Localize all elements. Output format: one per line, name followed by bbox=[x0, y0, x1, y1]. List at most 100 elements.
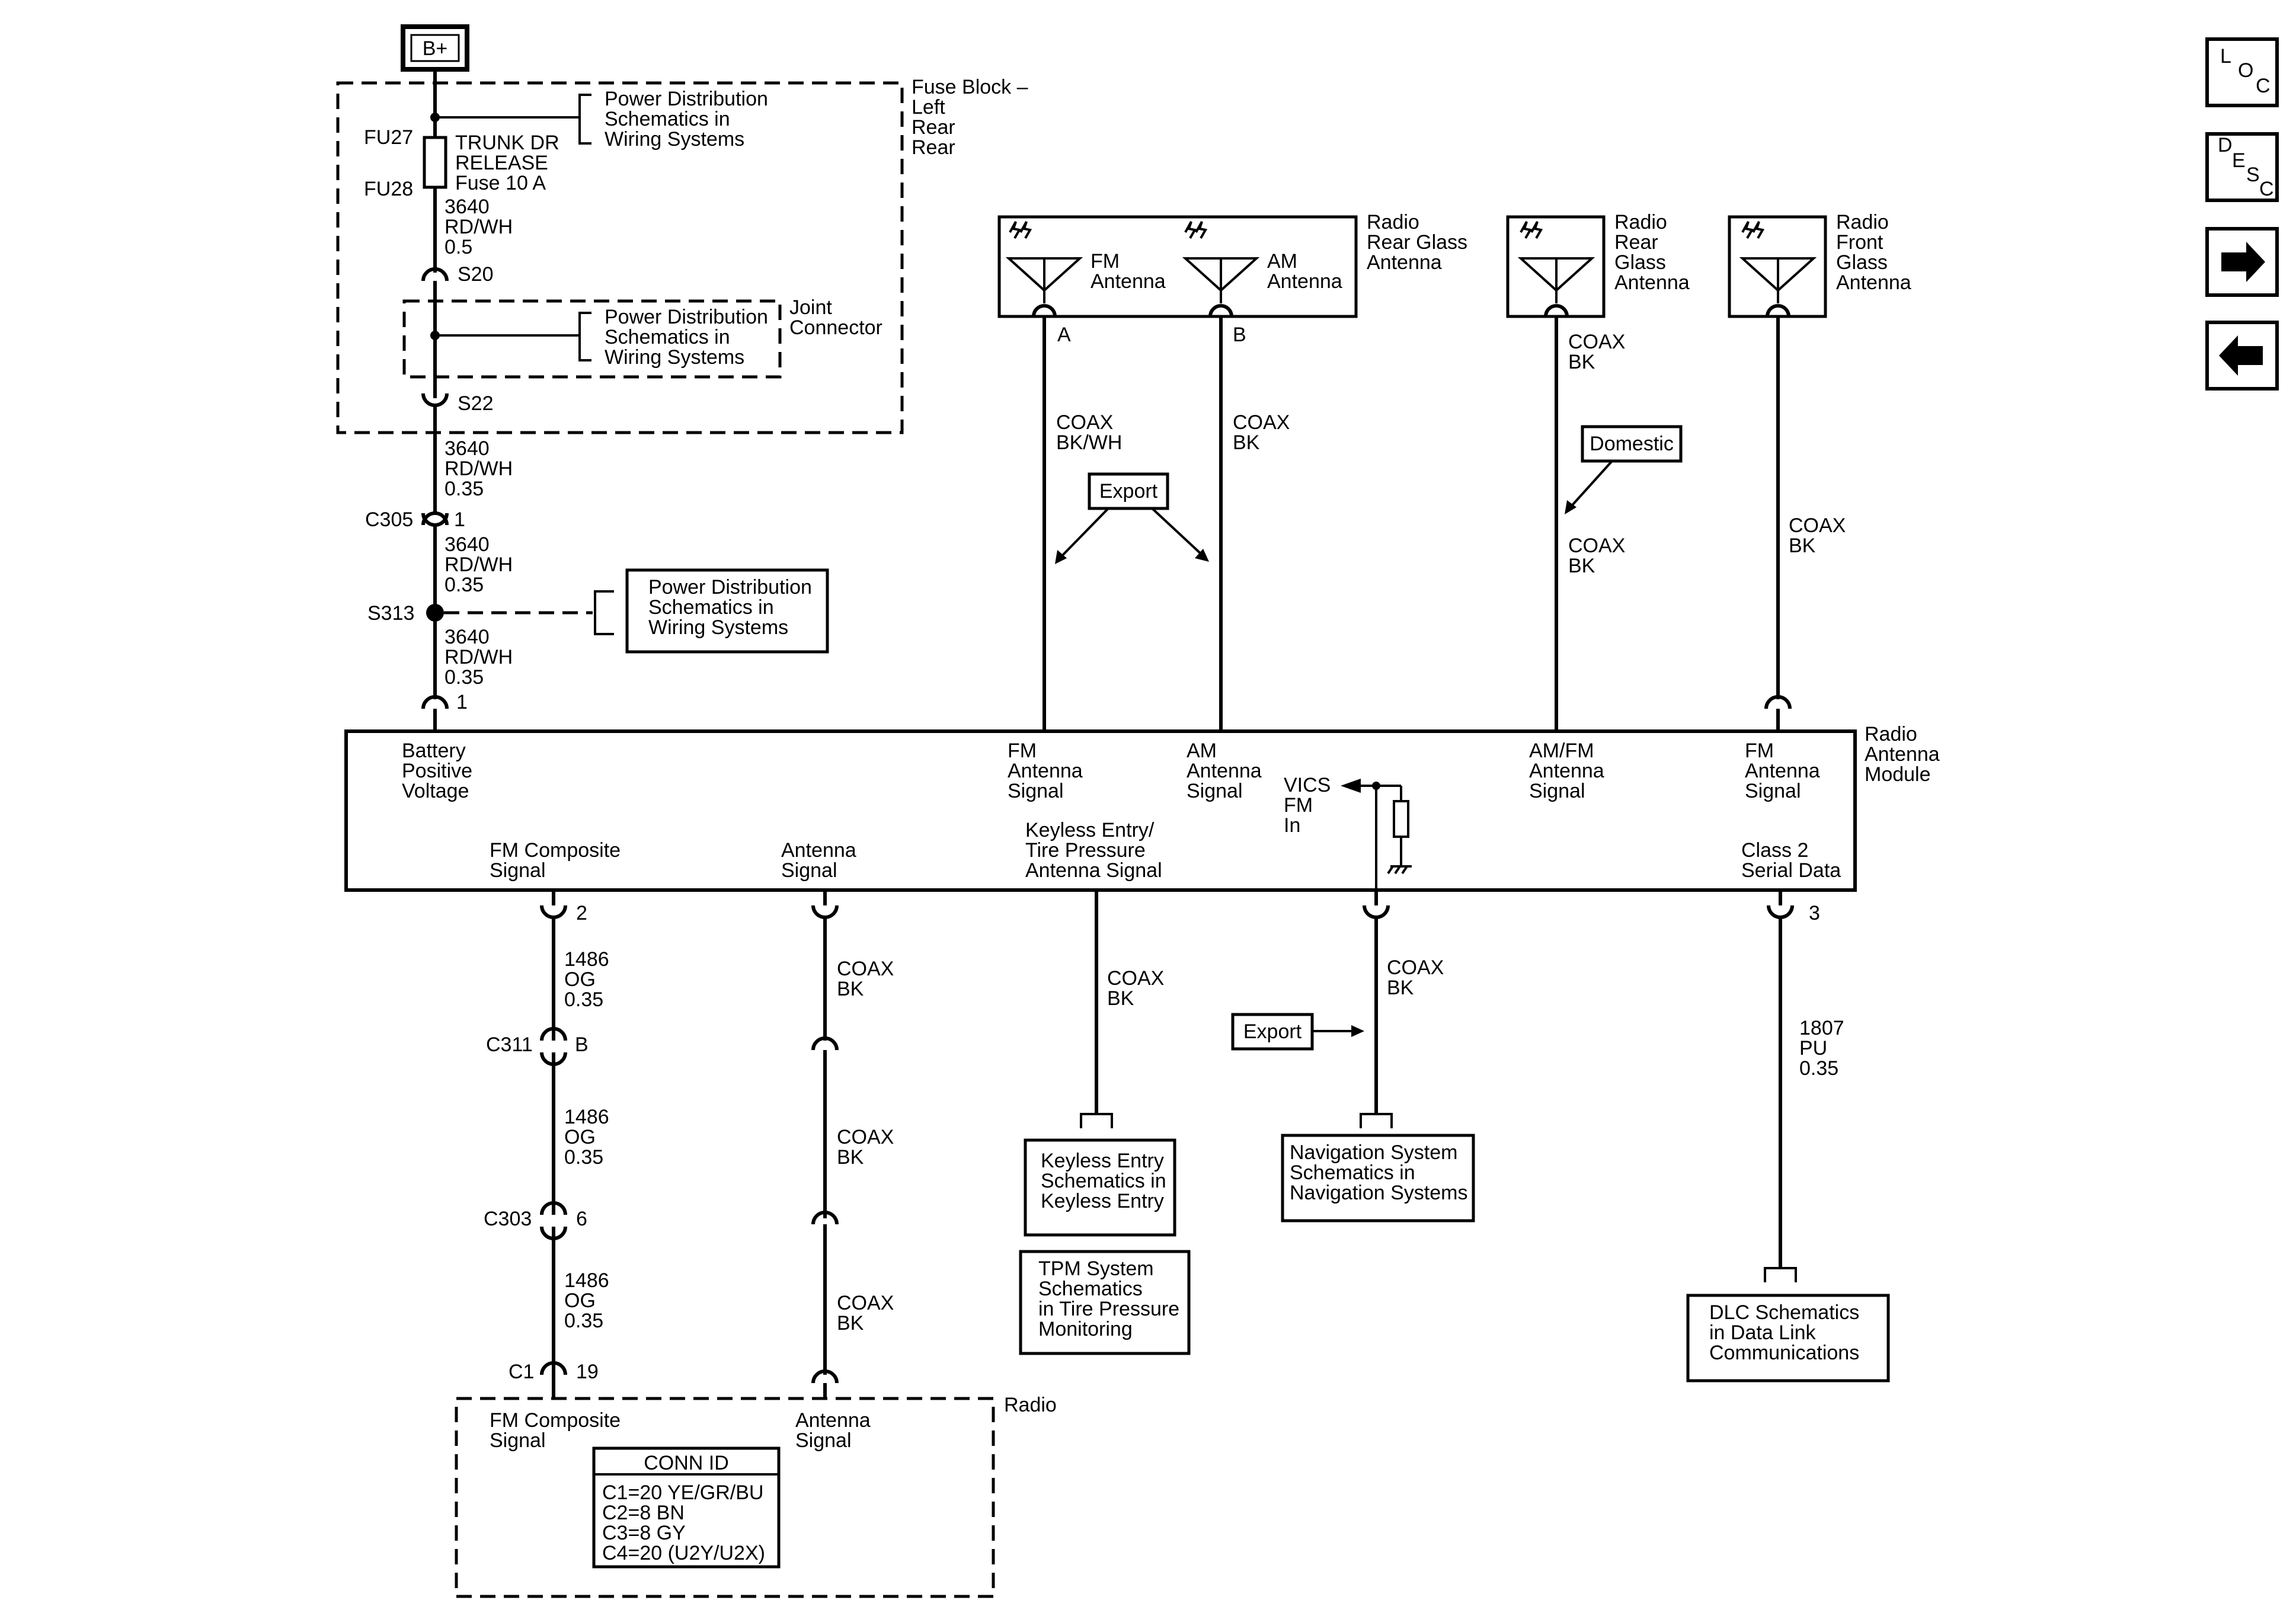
svg-text:Rear: Rear bbox=[912, 116, 955, 139]
svg-text:D: D bbox=[2218, 134, 2233, 156]
nav-ref-text: Navigation System Schematics in Navigati… bbox=[1290, 1141, 1467, 1204]
loc-button[interactable]: L O C bbox=[2205, 37, 2279, 107]
conn-id-c4: C4=20 (U2Y/U2X) bbox=[602, 1542, 765, 1564]
svg-text:Antenna: Antenna bbox=[795, 1409, 871, 1432]
module-vics-label: VICS FM In bbox=[1284, 774, 1331, 837]
svg-text:Antenna Signal: Antenna Signal bbox=[1025, 859, 1162, 882]
vics-internal-circuit bbox=[1341, 779, 1412, 890]
nav-ref-box bbox=[1281, 1134, 1475, 1222]
front-glass-antenna-name: Radio Front Glass Antenna bbox=[1836, 211, 1911, 294]
export-option-label-1: Export bbox=[1099, 480, 1158, 503]
coax-antenna-2-label: COAX BK bbox=[837, 1126, 894, 1169]
s313-pd-ref-box bbox=[625, 568, 829, 654]
connector-c303-symbol bbox=[540, 1201, 567, 1215]
fuse-description: TRUNK DR RELEASE Fuse 10 A bbox=[455, 132, 559, 194]
svg-text:0.35: 0.35 bbox=[564, 1310, 603, 1332]
next-button[interactable] bbox=[2205, 227, 2279, 297]
connector-c1-symbol bbox=[540, 1361, 567, 1375]
battery-label: B+ bbox=[423, 37, 448, 60]
svg-text:Signal: Signal bbox=[490, 859, 546, 882]
svg-text:Antenna: Antenna bbox=[1836, 271, 1911, 294]
conn-id-title: CONN ID bbox=[644, 1452, 729, 1474]
coax-fm-label: COAX BK/WH bbox=[1056, 411, 1122, 454]
svg-text:FM: FM bbox=[1745, 740, 1774, 762]
svg-text:Signal: Signal bbox=[1187, 780, 1243, 802]
svg-text:S: S bbox=[2246, 164, 2260, 186]
svg-text:Antenna: Antenna bbox=[1745, 760, 1820, 782]
coax-keyless-label: COAX BK bbox=[1107, 967, 1164, 1010]
svg-text:Class 2: Class 2 bbox=[1741, 839, 1808, 862]
svg-text:BK: BK bbox=[1568, 555, 1595, 577]
prev-button[interactable] bbox=[2205, 321, 2279, 391]
coax-front-label: COAX BK bbox=[1789, 514, 1846, 557]
svg-text:TRUNK DR: TRUNK DR bbox=[455, 132, 559, 154]
export-option-label-2: Export bbox=[1243, 1020, 1302, 1043]
radio-name: Radio bbox=[1004, 1394, 1057, 1416]
svg-text:Schematics in: Schematics in bbox=[605, 326, 730, 348]
svg-text:Glass: Glass bbox=[1614, 251, 1666, 274]
svg-text:C: C bbox=[2256, 75, 2271, 97]
tpm-ref-text: TPM System Schematics in Tire Pressure M… bbox=[1038, 1257, 1179, 1340]
svg-text:COAX: COAX bbox=[1789, 514, 1846, 537]
module-fm-signal-2-label: FM Antenna Signal bbox=[1745, 740, 1820, 802]
svg-text:Signal: Signal bbox=[490, 1429, 546, 1452]
svg-text:Power Distribution: Power Distribution bbox=[648, 576, 812, 599]
svg-text:BK: BK bbox=[1233, 431, 1260, 454]
wire-1486-c-label: 1486 OG 0.35 bbox=[564, 1269, 609, 1332]
svg-text:0.5: 0.5 bbox=[445, 236, 472, 258]
svg-text:Monitoring: Monitoring bbox=[1038, 1318, 1133, 1340]
fuse-bottom-label: FU28 bbox=[364, 178, 413, 200]
module-amfm-signal-label: AM/FM Antenna Signal bbox=[1529, 740, 1604, 802]
svg-text:3640: 3640 bbox=[445, 196, 490, 218]
svg-text:Schematics: Schematics bbox=[1038, 1278, 1143, 1300]
svg-text:RD/WH: RD/WH bbox=[445, 553, 513, 576]
svg-text:AM: AM bbox=[1267, 250, 1297, 273]
svg-text:COAX: COAX bbox=[1107, 967, 1164, 990]
fuse-block-outline bbox=[336, 81, 904, 434]
fuse-symbol bbox=[423, 136, 447, 189]
svg-text:Signal: Signal bbox=[1529, 780, 1585, 802]
splice-s22-label: S22 bbox=[458, 392, 494, 415]
svg-text:0.35: 0.35 bbox=[564, 1146, 603, 1169]
module-keyless-label: Keyless Entry/ Tire Pressure Antenna Sig… bbox=[1025, 819, 1162, 882]
svg-text:COAX: COAX bbox=[1233, 411, 1290, 434]
rear-antenna-pin-b: B bbox=[1233, 324, 1246, 346]
svg-text:Rear Glass: Rear Glass bbox=[1367, 231, 1467, 254]
module-battery-label: Battery Positive Voltage bbox=[402, 740, 472, 802]
svg-text:0.35: 0.35 bbox=[445, 666, 484, 689]
svg-text:BK: BK bbox=[837, 1312, 864, 1334]
svg-text:BK: BK bbox=[1568, 351, 1595, 373]
module-fm-signal-label: FM Antenna Signal bbox=[1008, 740, 1083, 802]
svg-text:FM: FM bbox=[1284, 794, 1313, 817]
module-fm-composite-label: FM Composite Signal bbox=[490, 839, 621, 882]
svg-text:Battery: Battery bbox=[402, 740, 466, 762]
coax-rear2-bottom-label: COAX BK bbox=[1568, 535, 1625, 577]
svg-text:1486: 1486 bbox=[564, 1106, 609, 1128]
svg-text:AM: AM bbox=[1187, 740, 1217, 762]
svg-text:BK: BK bbox=[1789, 535, 1816, 557]
svg-text:1486: 1486 bbox=[564, 1269, 609, 1292]
domestic-option-box bbox=[1581, 425, 1683, 463]
svg-text:0.35: 0.35 bbox=[564, 988, 603, 1011]
svg-text:Voltage: Voltage bbox=[402, 780, 469, 802]
svg-text:AM/FM: AM/FM bbox=[1529, 740, 1594, 762]
joint-connector-pd-ref: Power Distribution Schematics in Wiring … bbox=[605, 306, 768, 369]
svg-text:Radio: Radio bbox=[1614, 211, 1667, 233]
svg-text:1486: 1486 bbox=[564, 948, 609, 971]
svg-text:Antenna: Antenna bbox=[1614, 271, 1690, 294]
svg-text:FM Composite: FM Composite bbox=[490, 1409, 621, 1432]
svg-text:DLC Schematics: DLC Schematics bbox=[1709, 1301, 1859, 1324]
wire-1486-a-label: 1486 OG 0.35 bbox=[564, 948, 609, 1011]
coax-rear2-top-label: COAX BK bbox=[1568, 331, 1625, 373]
svg-text:COAX: COAX bbox=[1568, 535, 1625, 557]
desc-button[interactable]: D E S C bbox=[2205, 132, 2279, 202]
connector-c305-pin: 1 bbox=[454, 508, 465, 531]
svg-text:0.35: 0.35 bbox=[445, 478, 484, 500]
wire-3640-a-label: 3640 RD/WH 0.35 bbox=[445, 437, 513, 500]
svg-text:3640: 3640 bbox=[445, 533, 490, 556]
rear-glass-antenna-box bbox=[997, 215, 1358, 318]
svg-text:Wiring Systems: Wiring Systems bbox=[605, 346, 744, 369]
svg-text:TPM System: TPM System bbox=[1038, 1257, 1154, 1280]
joint-connector-name: Joint Connector bbox=[789, 296, 882, 339]
